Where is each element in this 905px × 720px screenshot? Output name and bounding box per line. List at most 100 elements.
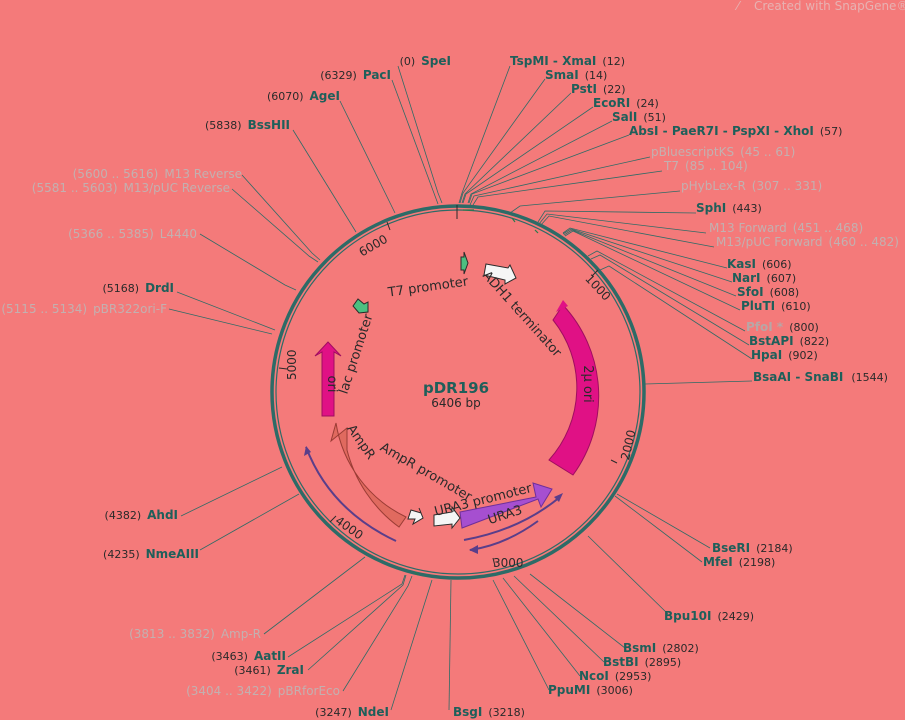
site-label: (5600 .. 5616)M13 Reverse	[73, 167, 242, 181]
site-label: M13 Forward(451 .. 468)	[709, 221, 863, 235]
leader-ndei	[390, 579, 433, 711]
tick-2000: 2000	[618, 428, 639, 461]
left-site-labels: (0)SpeI (6329)PacI (6070)AgeI (5838)BssH…	[1, 54, 525, 719]
site-label: EcoRI(24)	[593, 96, 659, 110]
leader-sfoi	[563, 229, 737, 297]
primer-markers	[414, 209, 539, 576]
leader-drdi	[176, 291, 276, 331]
backbone	[270, 204, 646, 580]
leader-t7	[472, 170, 663, 206]
tick-marks	[278, 205, 618, 567]
label-ori: ori	[324, 376, 339, 393]
tick-5000: 5000	[285, 349, 299, 380]
label-t7-promoter: T7 promoter	[386, 274, 470, 300]
site-label: Bpu10I(2429)	[664, 609, 754, 623]
leader-pbr322	[168, 308, 273, 335]
features	[304, 251, 600, 554]
leader-pbrforeco	[342, 575, 413, 692]
site-label: BsgI(3218)	[453, 705, 525, 719]
feature-adh1-terminator	[483, 263, 517, 285]
leader-psti	[461, 92, 572, 204]
leader-hpai	[599, 265, 753, 360]
leader-spei	[397, 65, 443, 204]
leader-lines	[168, 65, 753, 711]
leader-pbluescript	[469, 156, 651, 206]
site-label: NcoI(2953)	[579, 669, 651, 683]
site-label: (3404 .. 3422)pBRforEco	[186, 684, 340, 698]
leader-ampr	[263, 556, 366, 635]
leader-m13fwd	[538, 213, 707, 234]
site-label: KasI(606)	[727, 257, 792, 271]
site-label: PluTI(610)	[741, 299, 811, 313]
site-label: (4235)NmeAIII	[103, 547, 199, 561]
leader-smai	[459, 78, 546, 204]
leader-bseri	[616, 493, 711, 549]
leader-sali	[467, 120, 613, 204]
right-site-labels: TspMI - XmaI(12) SmaI(14) PstI(22) EcoRI…	[510, 54, 899, 697]
leader-phyblex	[509, 190, 681, 214]
leader-ppumi	[492, 579, 550, 691]
leader-pluti	[564, 230, 741, 311]
site-label: PpuMI(3006)	[548, 683, 633, 697]
plasmid-length: 6406 bp	[431, 396, 481, 410]
leader-paci	[391, 79, 439, 205]
site-label: (3813 .. 3832)Amp-R	[129, 627, 261, 641]
leader-zrai	[307, 574, 407, 671]
site-label: (6070)AgeI	[267, 89, 340, 103]
site-label: HpaI(902)	[751, 348, 818, 362]
leader-nmeaiii	[199, 493, 300, 551]
label-2mu-ori: 2μ ori	[580, 365, 595, 403]
site-label: (3463)AatII	[211, 649, 286, 663]
feature-ampr	[330, 422, 407, 528]
leader-m13pucrev	[231, 188, 319, 263]
site-label: SphI(443)	[696, 201, 762, 215]
tick-1000: 1000	[582, 272, 613, 304]
leader-m13puc	[539, 215, 715, 248]
site-label: pBluescriptKS(45 .. 61)	[651, 145, 795, 159]
leader-ncoi	[502, 577, 581, 677]
center-title: pDR196 6406 bp	[423, 379, 489, 410]
leader-absi	[468, 134, 630, 204]
site-label: (3247)NdeI	[315, 705, 389, 719]
leader-aatii	[287, 574, 406, 658]
site-label: MfeI(2198)	[703, 555, 775, 569]
primer-arrow-2	[469, 520, 539, 551]
site-label: SalI(51)	[612, 110, 666, 124]
site-label: (5581 .. 5603)M13/pUC Reverse	[32, 181, 230, 195]
primer-arrow-3	[305, 446, 397, 542]
site-label: AbsI - PaeR7I - PspXI - XhoI(57)	[629, 124, 842, 138]
snapgene-watermark: ⁄ Created with SnapGene®	[734, 0, 905, 13]
site-label: BstAPI(822)	[749, 334, 829, 348]
leader-bstbi	[513, 575, 605, 663]
feature-2mu-ori	[548, 304, 600, 476]
feature-ura3	[459, 482, 553, 529]
tick-3000: 3000	[493, 556, 524, 570]
site-label: (5366 .. 5385)L4440	[68, 227, 197, 241]
site-label: SmaI(14)	[545, 68, 607, 82]
site-label: SfoI(608)	[737, 285, 799, 299]
primer-arrow-1	[463, 496, 561, 541]
label-adh1-terminator: ADH1 terminator	[479, 268, 564, 360]
leader-bsgi	[448, 579, 452, 711]
site-label: (5115 .. 5134)pBR322ori-F	[1, 302, 167, 316]
leader-ahdi	[180, 466, 283, 517]
site-label: (3461)ZraI	[234, 663, 304, 677]
leader-nari	[562, 228, 733, 283]
site-label: BstBI(2895)	[603, 655, 681, 669]
leader-tspmi	[458, 65, 511, 204]
plasmid-name: pDR196	[423, 379, 489, 397]
site-label: (0)SpeI	[400, 54, 451, 68]
label-ampr-promoter: AmpR promoter	[377, 440, 475, 505]
leader-kasi	[562, 227, 728, 269]
site-label: BsmI(2802)	[623, 641, 699, 655]
leader-l4440	[199, 233, 297, 291]
site-label: (5838)BssHII	[205, 118, 290, 132]
leader-mfei	[614, 495, 703, 563]
site-label: M13/pUC Forward(460 .. 482)	[716, 235, 899, 249]
site-label: (4382)AhdI	[105, 508, 178, 522]
leader-bpu10i	[587, 535, 669, 615]
site-label: pHybLex-R(307 .. 331)	[681, 179, 822, 193]
leader-bsshii	[292, 129, 357, 233]
site-label: T7(85 .. 104)	[663, 159, 748, 173]
